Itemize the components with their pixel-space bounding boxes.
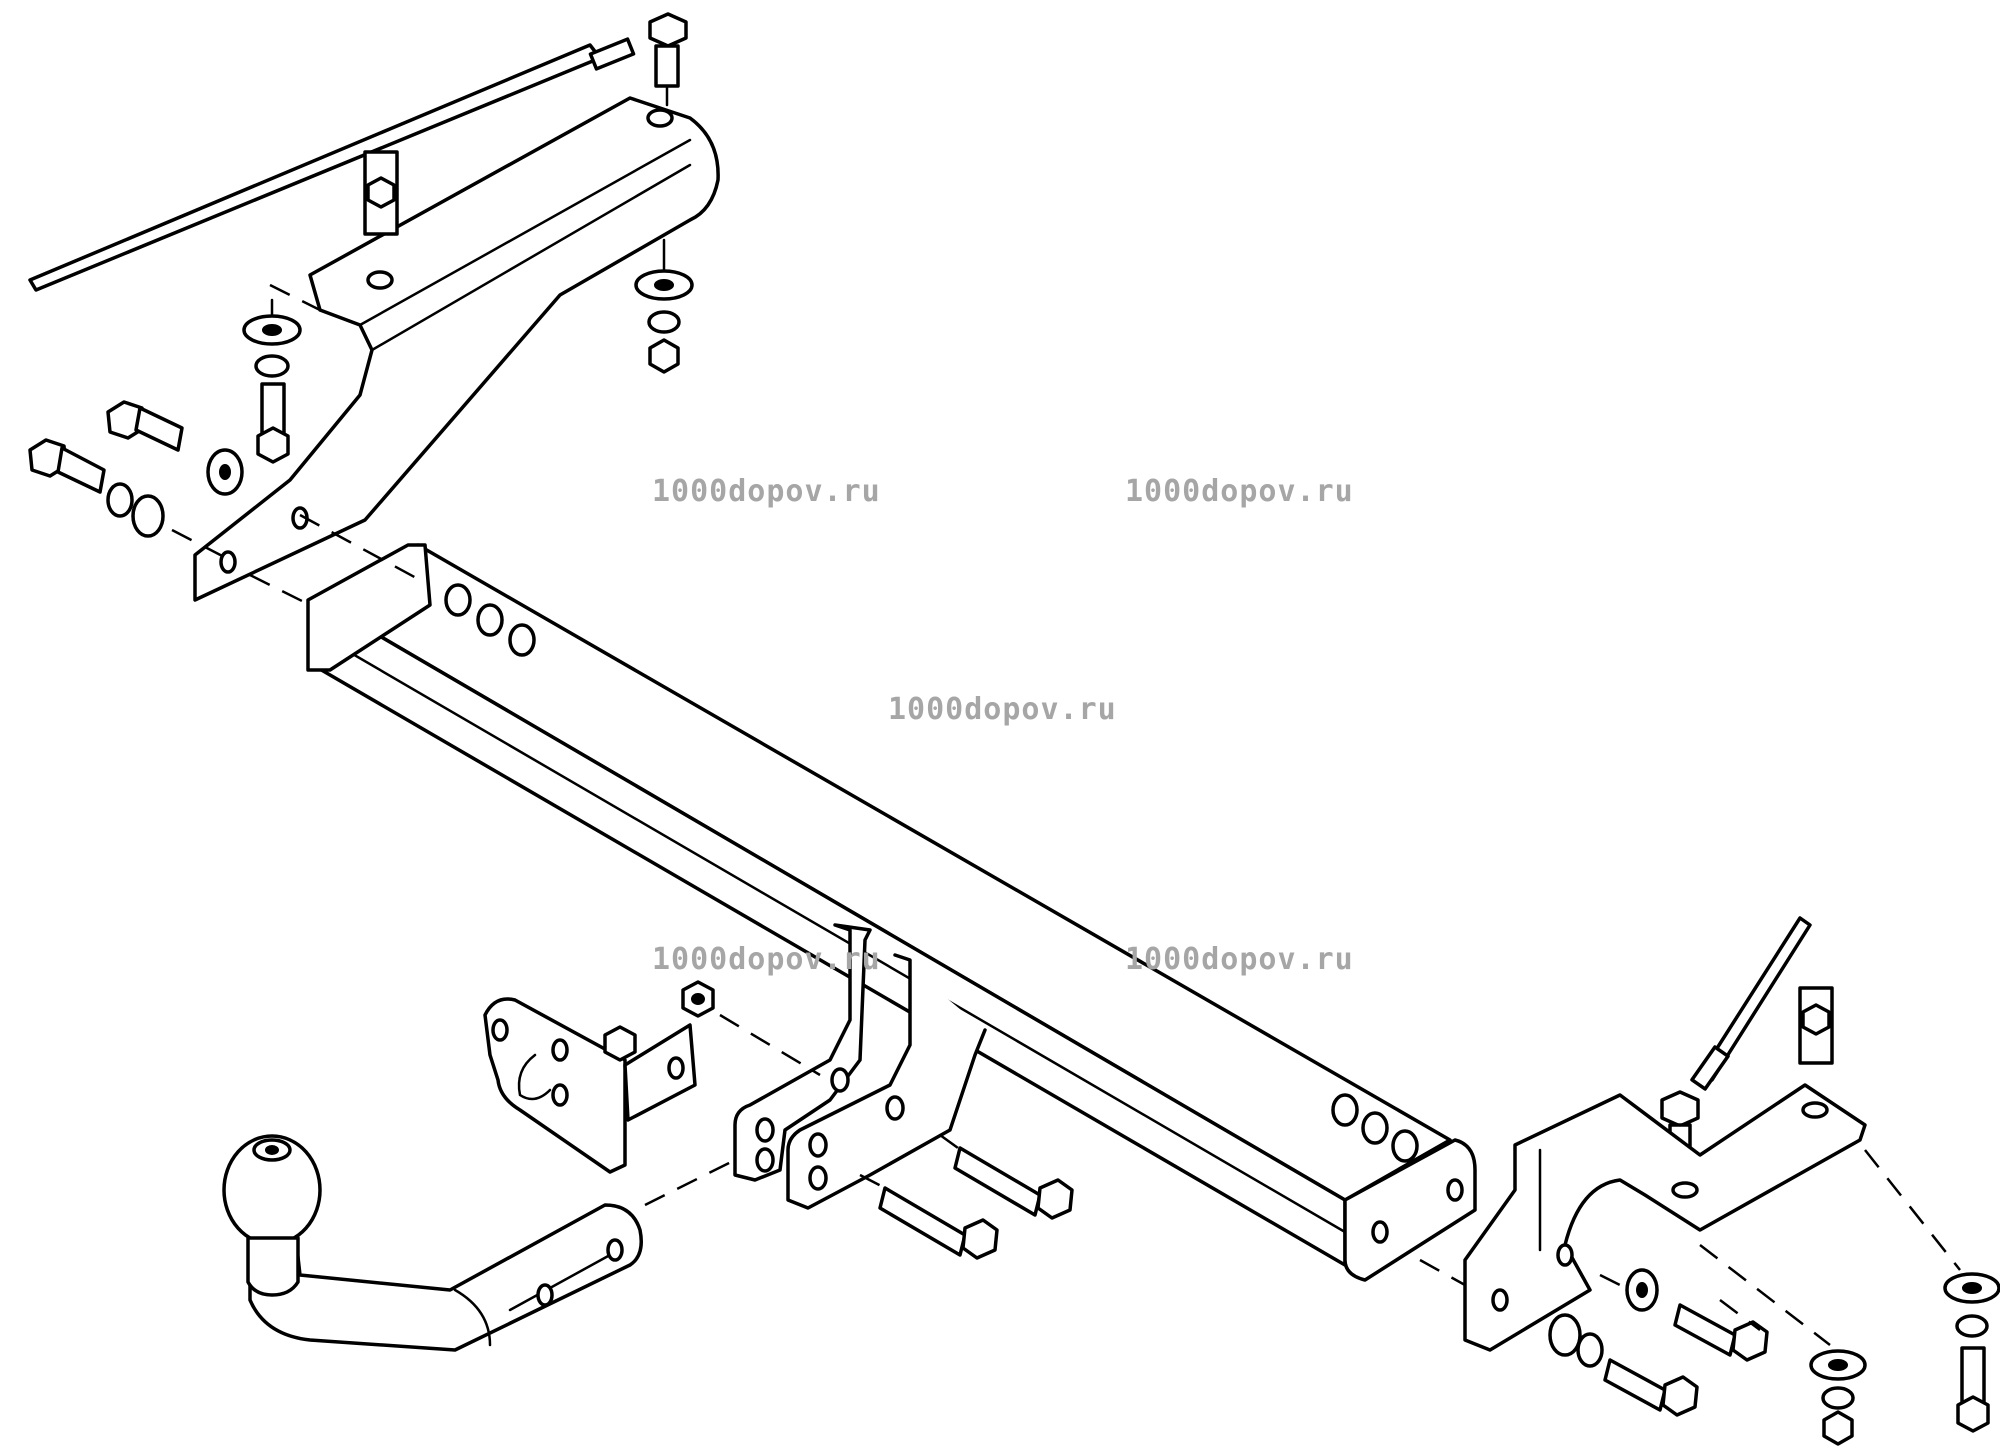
assembly-dash-lines — [171, 283, 1961, 1346]
right-horizontal-bolt-lower — [1603, 1358, 1699, 1417]
beam-right-nuts — [1331, 1093, 1419, 1163]
main-crossbeam — [306, 543, 1452, 1267]
left-square-nut-plate — [363, 150, 399, 236]
watermark-3: 1000dopov.ru — [888, 692, 1117, 727]
right-horizontal-bolt-upper — [1673, 1303, 1769, 1362]
left-vertical-bolt-set — [242, 298, 302, 464]
left-mounting-strap — [28, 37, 636, 292]
left-upper-bracket — [193, 96, 720, 602]
left-washers — [106, 448, 244, 538]
beam-left-nuts — [444, 583, 536, 657]
watermark-4: 1000dopov.ru — [652, 942, 881, 977]
tow-ball-arm — [248, 1203, 643, 1352]
right-vertical-bolt-set — [1943, 1272, 2000, 1433]
left-horizontal-bolt-upper — [106, 400, 184, 452]
right-vertical-washer-nut-set — [1809, 1349, 1867, 1446]
right-side-bracket — [1463, 1083, 1867, 1352]
right-mounting-strap — [1690, 916, 1812, 1091]
left-horizontal-bolt-lower — [28, 438, 106, 494]
ball-mount-bolt-upper — [953, 1146, 1074, 1220]
watermark-5: 1000dopov.ru — [1125, 942, 1354, 977]
watermark-1: 1000dopov.ru — [652, 474, 881, 509]
left-top-bolt — [648, 12, 688, 107]
right-washers — [1548, 1268, 1659, 1368]
ball-mount-bracket-plates — [733, 923, 987, 1210]
left-vertical-washer-nut-set — [634, 238, 694, 374]
ball-mount-bolt-lower — [878, 1186, 999, 1260]
tow-ball — [222, 1134, 322, 1297]
right-square-nut-plate — [1798, 986, 1834, 1065]
electrical-socket-bracket — [483, 997, 697, 1174]
beam-right-flange-plate — [1343, 1138, 1477, 1282]
watermark-2: 1000dopov.ru — [1125, 474, 1354, 509]
ball-mount-nut — [681, 980, 715, 1018]
